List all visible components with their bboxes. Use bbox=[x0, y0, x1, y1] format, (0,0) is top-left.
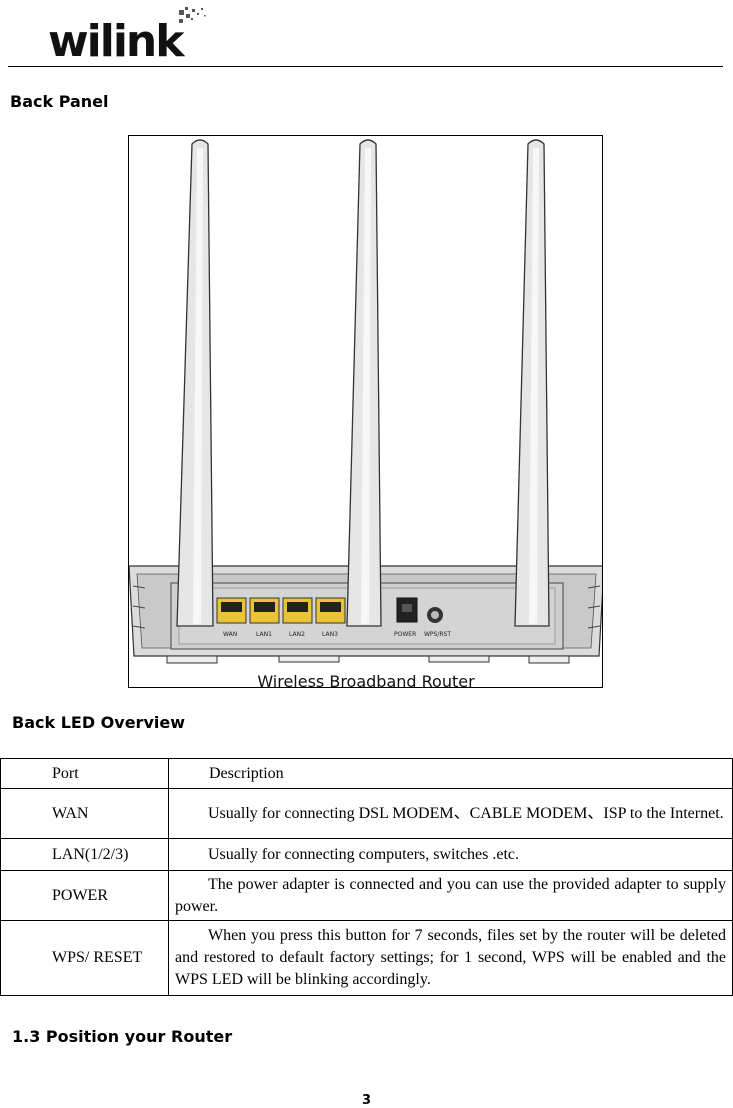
table-header-description: Description bbox=[168, 758, 733, 789]
port-cell: WAN bbox=[0, 788, 169, 839]
table-row: WPS/ RESET When you press this button fo… bbox=[0, 920, 733, 996]
page-number: 3 bbox=[361, 1093, 372, 1108]
position-router-heading: 1.3 Position your Router bbox=[12, 1027, 233, 1046]
port-label-wps-rst: WPS/RST bbox=[424, 631, 451, 638]
wilink-logo: wilink bbox=[46, 6, 216, 67]
description-cell: Usually for connecting DSL MODEM、CABLE M… bbox=[168, 788, 733, 839]
svg-text:wilink: wilink bbox=[48, 16, 186, 62]
table-row: WAN Usually for connecting DSL MODEM、CAB… bbox=[0, 788, 733, 839]
router-back-panel-figure: WAN LAN1 LAN2 LAN3 POWER WPS/RST Wireles… bbox=[128, 135, 603, 688]
table-header-row: Port Description bbox=[0, 758, 733, 789]
port-label-lan2: LAN2 bbox=[289, 631, 305, 638]
port-cell: LAN(1/2/3) bbox=[0, 838, 169, 871]
port-label-power: POWER bbox=[394, 631, 416, 638]
port-label-lan3: LAN3 bbox=[322, 631, 338, 638]
port-label-lan1: LAN1 bbox=[256, 631, 272, 638]
table-row: LAN(1/2/3) Usually for connecting comput… bbox=[0, 838, 733, 871]
router-illustration: WAN LAN1 LAN2 LAN3 POWER WPS/RST Wireles… bbox=[129, 139, 602, 688]
back-led-overview-heading: Back LED Overview bbox=[12, 713, 185, 732]
lan2-port bbox=[282, 597, 313, 624]
lan3-port bbox=[315, 597, 346, 624]
description-cell: The power adapter is connected and you c… bbox=[168, 870, 733, 921]
table-row: POWER The power adapter is connected and… bbox=[0, 870, 733, 921]
back-led-table: Port Description WAN Usually for connect… bbox=[0, 758, 733, 996]
port-label-wan: WAN bbox=[223, 631, 237, 638]
description-cell: Usually for connecting computers, switch… bbox=[168, 838, 733, 871]
header-rule bbox=[8, 66, 723, 67]
lan1-port bbox=[249, 597, 280, 624]
back-panel-heading: Back Panel bbox=[10, 92, 109, 111]
port-cell: POWER bbox=[0, 870, 169, 921]
wan-port bbox=[216, 597, 247, 624]
figure-caption: Wireless Broadband Router bbox=[257, 672, 475, 688]
table-header-port: Port bbox=[0, 758, 169, 789]
description-cell: When you press this button for 7 seconds… bbox=[168, 920, 733, 996]
port-cell: WPS/ RESET bbox=[0, 920, 169, 996]
power-port bbox=[396, 597, 418, 623]
wps-rst-button bbox=[427, 607, 443, 623]
